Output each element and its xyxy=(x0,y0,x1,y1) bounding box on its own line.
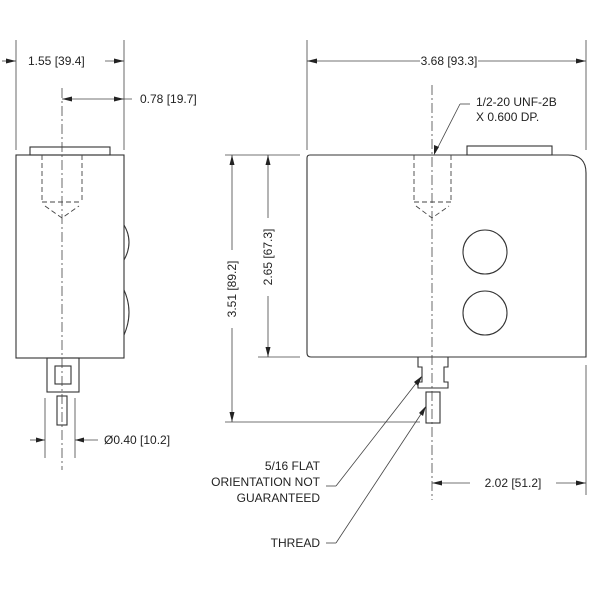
dim-side-offset: 0.78 [19.7] xyxy=(140,92,197,106)
front-cap xyxy=(466,145,553,156)
front-hole-2 xyxy=(462,290,508,336)
dim-center-to-edge: 2.02 [51.2] xyxy=(485,476,542,490)
callout-flat-3: GUARANTEED xyxy=(237,491,321,505)
callout-tapped-hole-2: X 0.600 DP. xyxy=(476,110,539,124)
front-view: 3.68 [93.3] 3.51 [89.2] 2.65 [67.3] 2.02… xyxy=(211,40,587,550)
side-view: 1.55 [39.4] 0.78 [19.7] Ø0.40 [10.2] xyxy=(2,40,197,470)
callout-flat-1: 5/16 FLAT xyxy=(265,459,321,473)
front-stem xyxy=(417,357,449,389)
dim-front-width: 3.68 [93.3] xyxy=(421,54,478,68)
side-flat xyxy=(54,365,72,385)
front-hole-1 xyxy=(462,229,508,275)
dim-overall-height: 3.51 [89.2] xyxy=(225,261,239,318)
dim-body-height: 2.65 [67.3] xyxy=(261,229,275,286)
dim-stem-diameter: Ø0.40 [10.2] xyxy=(104,433,170,447)
dim-side-width: 1.55 [39.4] xyxy=(28,54,85,68)
callout-thread: THREAD xyxy=(271,536,321,550)
front-pin xyxy=(425,391,441,424)
callout-flat-2: ORIENTATION NOT xyxy=(211,475,321,489)
side-cap xyxy=(29,146,111,156)
front-body xyxy=(306,154,587,358)
side-stem xyxy=(46,357,80,393)
side-body xyxy=(15,154,125,359)
front-tapped-hole xyxy=(413,155,452,219)
callout-tapped-hole-1: 1/2-20 UNF-2B xyxy=(476,95,557,109)
side-knobs xyxy=(123,224,130,336)
